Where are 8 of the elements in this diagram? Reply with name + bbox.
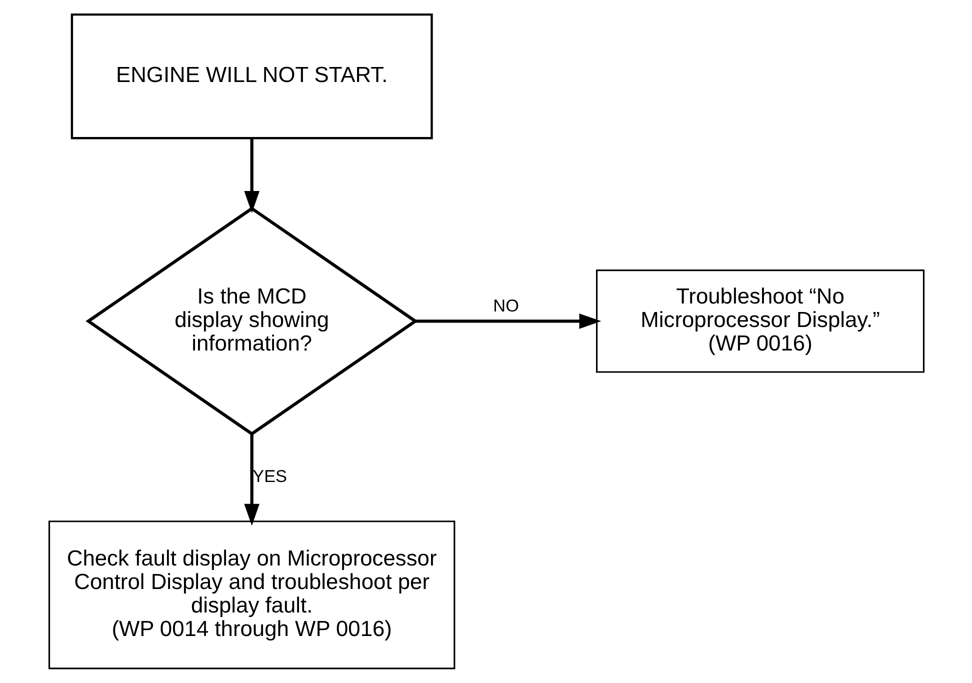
edge-label: NO <box>492 295 518 316</box>
node-box: ENGINE WILL NOT START. <box>70 13 432 140</box>
node-box: Check fault display on Microprocessor Control Display and troubleshoot per display fault. (WP 0014 through WP 0016) <box>48 520 455 670</box>
arrow <box>415 313 601 329</box>
arrow <box>244 434 260 526</box>
arrow <box>244 138 260 213</box>
node-diamond: Is the MCD display showing information? <box>85 206 418 436</box>
node-box: Troubleshoot “No Microprocessor Display.” (WP 0016) <box>596 270 924 373</box>
